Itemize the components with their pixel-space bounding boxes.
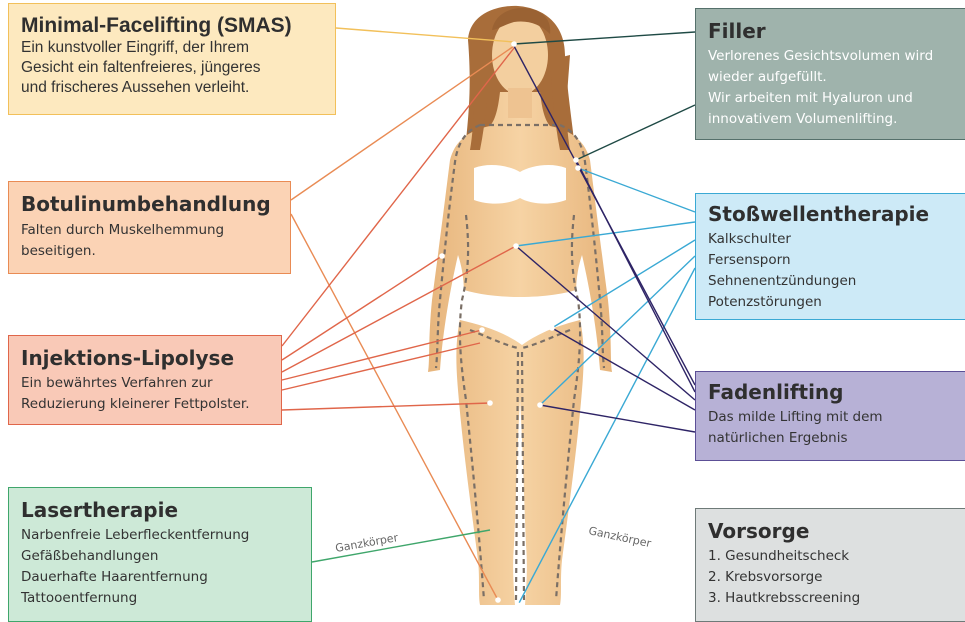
panel-text-line: Reduzierung kleinerer Fettpolster. [21,394,269,415]
panel-text-line: 2. Krebsvorsorge [708,567,957,588]
panel-title: Filler [708,19,957,43]
connector-lipo-hip [282,330,482,380]
panel-text-line: 3. Hautkrebsscreening [708,588,957,609]
panel-text-line: Gefäßbehandlungen [21,546,299,567]
treatment-point [573,157,579,163]
treatment-point [487,400,493,406]
treatment-point [513,243,519,249]
ganzkoerper-label-left: Ganzkörper [334,531,399,555]
panel-title: Injektions-Lipolyse [21,346,269,370]
panel-text-line: natürlichen Ergebnis [708,428,957,449]
panel-vorsorge: Vorsorge 1. Gesundheitscheck 2. Krebsvor… [695,508,965,622]
treatment-point [575,165,581,171]
panel-text-line: wieder aufgefüllt. [708,67,957,88]
panel-botulinumbehandlung: Botulinumbehandlung Falten durch Muskelh… [8,181,291,274]
panel-text-line: Falten durch Muskelhemmung [21,220,278,241]
connector-lipo-arm [282,256,442,360]
panel-title: Lasertherapie [21,498,299,522]
treatment-point [537,402,543,408]
neck [508,88,532,118]
panel-text-line: Kalkschulter [708,229,957,250]
treatment-point [439,253,445,259]
panel-text-line: Dauerhafte Haarentfernung [21,567,299,588]
treatment-point [515,602,521,608]
panel-minimal-facelifting: Minimal-Facelifting (SMAS) Ein kunstvoll… [8,3,336,115]
panel-text-line: Ein kunstvoller Eingriff, der Ihrem [21,38,323,58]
panel-text-line: Gesicht ein faltenfreieres, jüngeres [21,58,323,78]
panel-text-line: Fersensporn [708,250,957,271]
panel-text-line: und frischeres Aussehen verleiht. [21,78,323,98]
panel-stosswellentherapie: Stoßwellentherapie Kalkschulter Fersensp… [695,193,965,320]
treatment-point [495,597,501,603]
treatment-point [549,325,555,331]
panel-text-line: Ein bewährtes Verfahren zur [21,373,269,394]
panel-text-line: 1. Gesundheitscheck [708,546,957,567]
connector-filler-neck [576,105,695,160]
panel-injektions-lipolyse: Injektions-Lipolyse Ein bewährtes Verfah… [8,335,282,425]
panel-text-line: Tattooentfernung [21,588,299,609]
panel-title: Vorsorge [708,519,957,543]
treatment-point [479,327,485,333]
panel-fadenlifting: Fadenlifting Das milde Lifting mit dem n… [695,371,965,461]
panel-text-line: beseitigen. [21,241,278,262]
panel-text-line: Wir arbeiten mit Hyaluron und [708,88,957,109]
panel-text-line: Potenzstörungen [708,292,957,313]
panel-text-line: Verlorenes Gesichtsvolumen wird [708,46,957,67]
panel-text-line: Sehnenentzündungen [708,271,957,292]
panel-lasertherapie: Lasertherapie Narbenfreie Leberfleckentf… [8,487,312,622]
panel-title: Botulinumbehandlung [21,192,278,216]
panel-title: Stoßwellentherapie [708,202,957,226]
panel-text-line: Das milde Lifting mit dem [708,407,957,428]
panel-title: Fadenlifting [708,380,957,404]
panel-text-line: innovativem Volumenlifting. [708,109,957,130]
panel-filler: Filler Verlorenes Gesichtsvolumen wird w… [695,8,965,140]
treatment-point [511,41,517,47]
panel-title: Minimal-Facelifting (SMAS) [21,14,323,38]
panel-text-line: Narbenfreie Leberfleckentfernung [21,525,299,546]
ganzkoerper-label-right: Ganzkörper [587,524,652,550]
connector-lipo-knee [282,403,490,410]
